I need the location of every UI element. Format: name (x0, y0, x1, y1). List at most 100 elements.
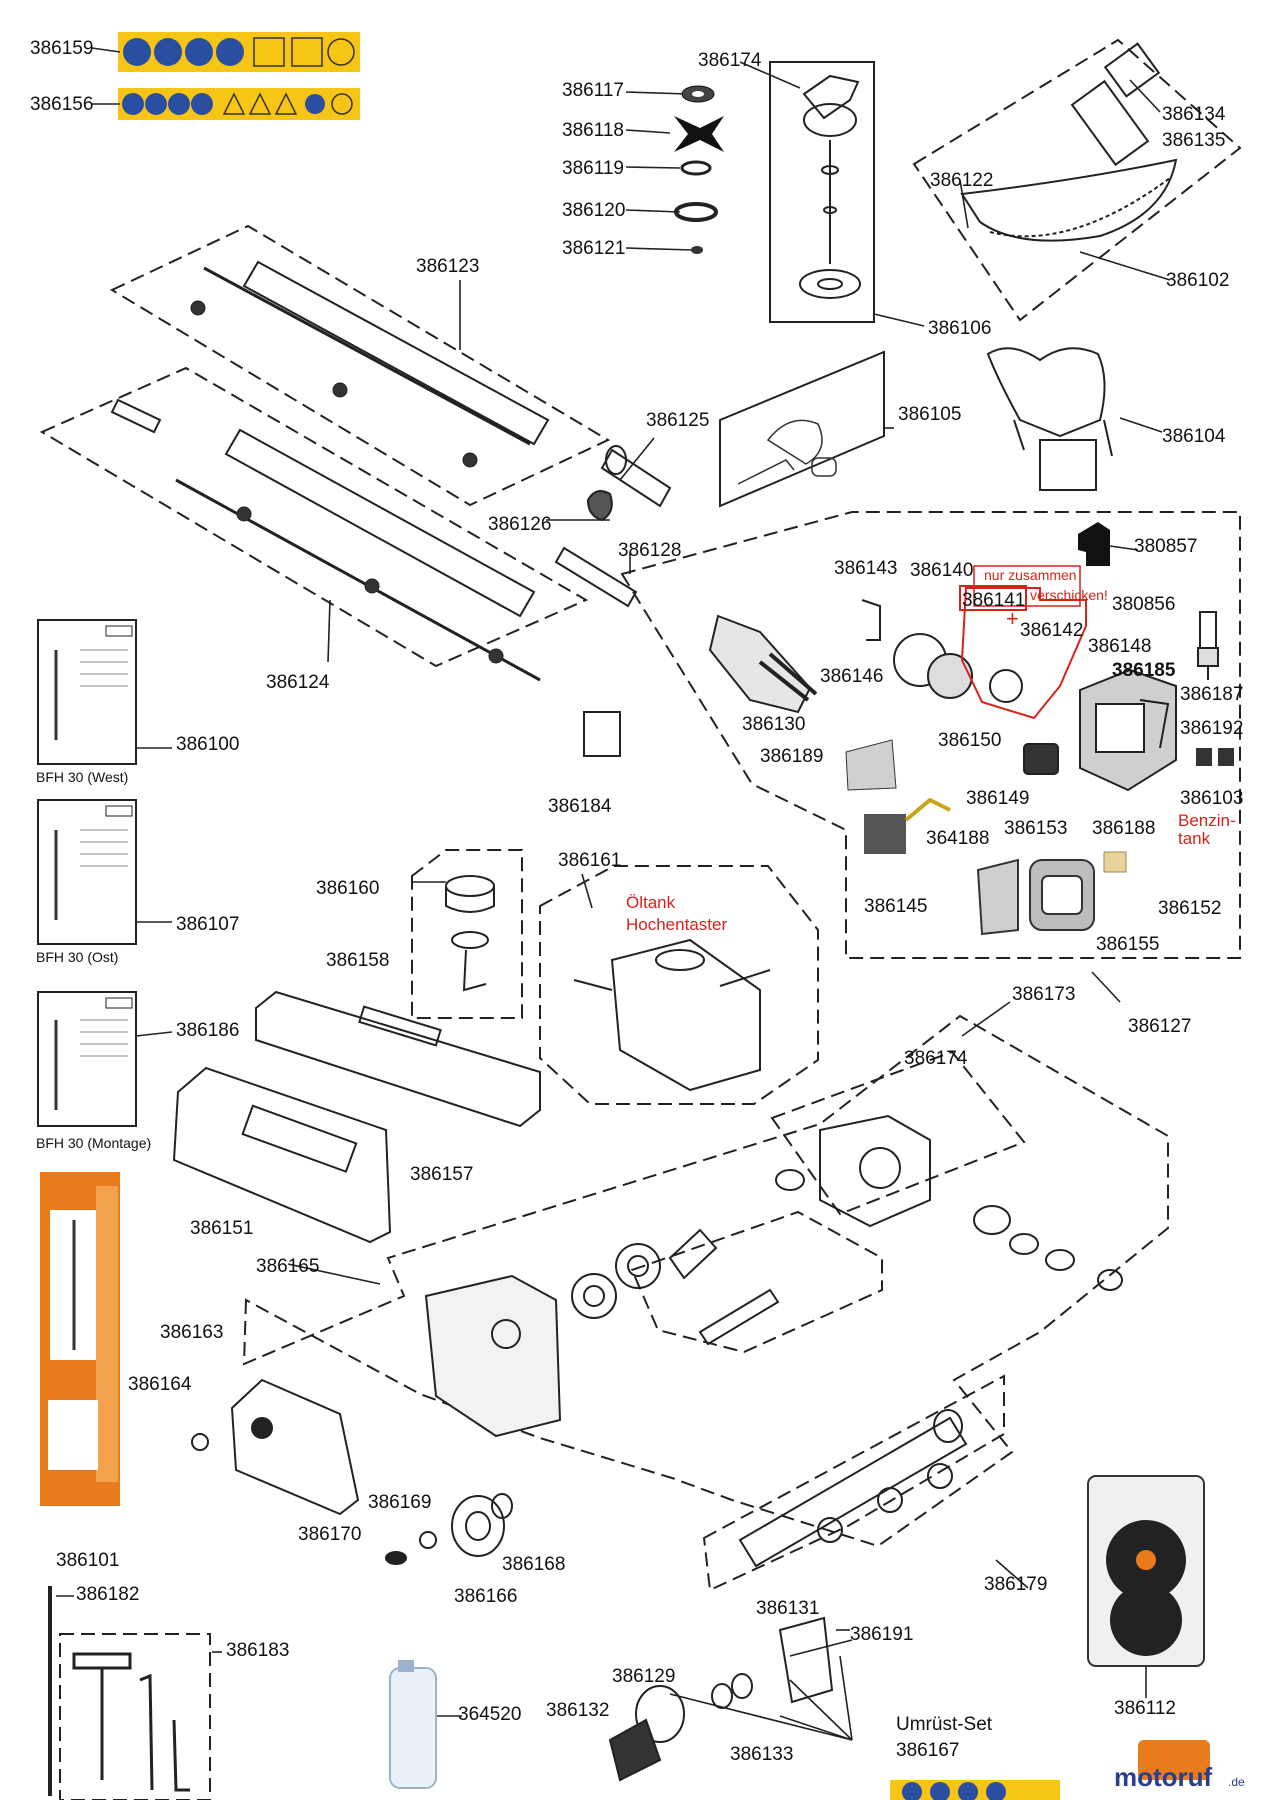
label-386127: 386127 (1128, 1016, 1191, 1037)
box-386174-gearhead (770, 1050, 1026, 1216)
part-drive-row (571, 1243, 780, 1346)
red-bracket (960, 587, 1087, 720)
label-386155: 386155 (1096, 934, 1159, 955)
note-hochentaster: Hochentaster (626, 915, 727, 934)
label-386102: 386102 (1166, 270, 1229, 291)
part-386163 (230, 1378, 360, 1516)
label-380856: 380856 (1112, 594, 1175, 615)
leader-lines (56, 47, 1171, 1741)
part-386155 (976, 858, 1095, 936)
label-386191: 386191 (850, 1624, 913, 1645)
part-386102-guard (960, 42, 1178, 242)
label-386165: 386165 (256, 1256, 319, 1277)
box-386173 (242, 1014, 1169, 1548)
manual-386107 (37, 799, 137, 945)
label-386141: 386141 (962, 590, 1025, 611)
label-386112: 386112 (1114, 1698, 1176, 1719)
label-386188: 386188 (1092, 818, 1155, 839)
label-386183: 386183 (226, 1640, 289, 1661)
part-386165-plate (424, 1274, 562, 1438)
label-386143: 386143 (834, 558, 897, 579)
label-386159: 386159 (30, 38, 93, 59)
label-386105: 386105 (898, 404, 961, 425)
part-umruest-set (608, 1616, 834, 1782)
label-386167: 386167 (896, 1740, 959, 1761)
part-386192 (1196, 748, 1234, 766)
note-benzintank-2: tank (1178, 829, 1211, 848)
part-380857 (1078, 522, 1110, 566)
label-386128: 386128 (618, 540, 681, 561)
part-364520-bottle (389, 1660, 437, 1789)
label-386182: 386182 (76, 1584, 139, 1605)
label-386125: 386125 (646, 410, 709, 431)
manual-text-lines (80, 649, 128, 1057)
part-386152 (1103, 851, 1127, 873)
label-380857: 380857 (1134, 536, 1197, 557)
label-364520: 364520 (458, 1704, 521, 1725)
part-386118 (674, 116, 724, 152)
label-386119: 386119 (562, 158, 624, 179)
label-386121: 386121 (562, 238, 625, 259)
part-386173-gearhead (668, 1114, 1123, 1291)
label-386174-bottom: 386174 (904, 1048, 968, 1069)
sticker-bottom (890, 1780, 1060, 1800)
label-386158: 386158 (326, 950, 389, 971)
label-386142: 386142 (1020, 620, 1083, 641)
part-386160 (445, 875, 495, 992)
label-386184: 386184 (548, 796, 612, 817)
label-386120: 386120 (562, 200, 625, 221)
box-386179 (702, 1374, 1005, 1592)
label-386189: 386189 (760, 746, 823, 767)
note-umruest-set: Umrüst-Set (896, 1714, 993, 1735)
box-386102 (912, 38, 1242, 322)
part-clutch-discs (385, 1493, 513, 1565)
logo-box (1138, 1740, 1210, 1780)
watermark-tld: .de (1228, 1775, 1245, 1789)
part-386123-shaft (190, 260, 550, 468)
manual-386100 (37, 619, 137, 765)
label-386118: 386118 (562, 120, 624, 141)
label-386133: 386133 (730, 1744, 793, 1765)
label-386131: 386131 (756, 1598, 819, 1619)
part-386120 (674, 202, 718, 222)
box-386161 (539, 865, 819, 1105)
sticker-386156 (118, 88, 360, 120)
label-386135: 386135 (1162, 130, 1225, 151)
box-386105 (719, 350, 885, 508)
part-386121 (691, 246, 703, 254)
caption-manual-west: BFH 30 (West) (36, 769, 128, 785)
manual-386186 (37, 991, 137, 1127)
red-box-386141 (959, 585, 1027, 611)
label-386170: 386170 (298, 1524, 361, 1545)
label-386124: 386124 (266, 672, 330, 693)
label-386140: 386140 (910, 560, 973, 581)
part-386106-gearhead (799, 74, 861, 299)
label-386103: 386103 (1180, 788, 1243, 809)
label-386145: 386145 (864, 896, 927, 917)
label-386148: 386148 (1088, 636, 1151, 657)
part-engine (708, 599, 1177, 792)
label-386153: 386153 (1004, 818, 1067, 839)
box-386123 (109, 224, 611, 507)
label-386157: 386157 (410, 1164, 473, 1185)
label-386104: 386104 (1162, 426, 1226, 447)
part-386151-cover (172, 1066, 392, 1244)
label-386163: 386163 (160, 1322, 223, 1343)
label-386117: 386117 (562, 80, 624, 101)
part-386157-bar (255, 990, 541, 1128)
part-386104-harness (986, 347, 1113, 491)
notes: nur zusammen verschicken! + Benzin- tank… (626, 567, 1236, 1735)
label-386152: 386152 (1158, 898, 1221, 919)
label-386101: 386101 (56, 1550, 119, 1571)
label-386151: 386151 (190, 1218, 253, 1239)
label-386186: 386186 (176, 1020, 239, 1041)
label-386126: 386126 (488, 514, 551, 535)
product-box-386101 (40, 1172, 120, 1506)
part-386161-oiltank (573, 938, 771, 1092)
label-386161: 386161 (558, 850, 621, 871)
label-386160: 386160 (316, 878, 379, 899)
part-386117 (681, 85, 715, 103)
label-386150: 386150 (938, 730, 1001, 751)
caption-manual-montage: BFH 30 (Montage) (36, 1135, 151, 1151)
